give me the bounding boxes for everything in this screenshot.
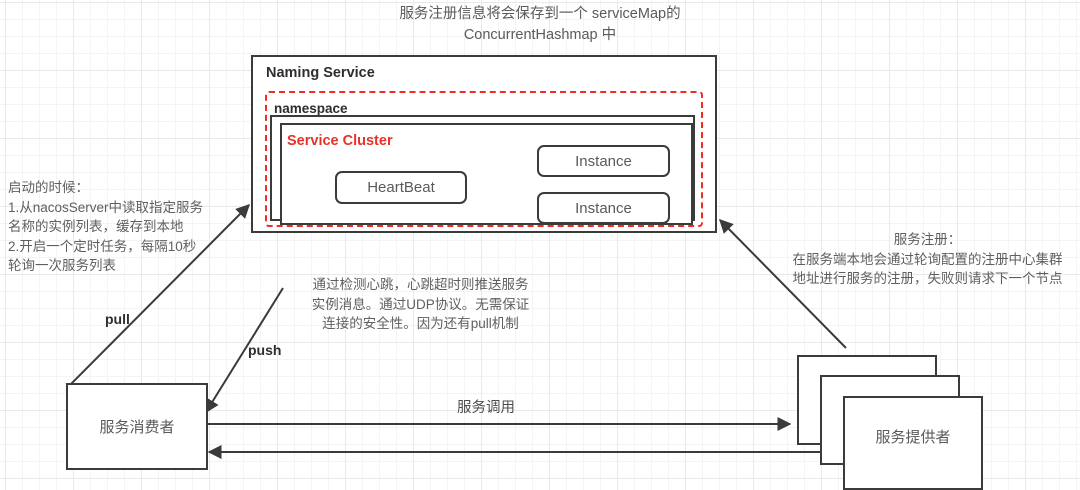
note-push: 通过检测心跳，心跳超时则推送服务 实例消息。通过UDP协议。无需保证 连接的安全…: [311, 277, 530, 331]
service-consumer-box[interactable]: 服务消费者: [66, 383, 208, 470]
instance-box-1[interactable]: Instance: [537, 145, 670, 177]
heartbeat-box[interactable]: HeartBeat: [335, 171, 467, 204]
edge-pull-arrow: [69, 204, 250, 386]
heartbeat-label: HeartBeat: [367, 179, 435, 196]
naming-service-title: Naming Service: [266, 65, 375, 81]
note-register: 服务注册： 在服务端本地会通过轮询配置的注册中心集群 地址进行服务的注册，失败则…: [792, 232, 1063, 286]
edge-push-arrow: [205, 287, 284, 414]
namespace-box[interactable]: [265, 91, 703, 227]
service-provider-box[interactable]: 服务提供者: [843, 396, 983, 490]
service-provider-label: 服务提供者: [875, 428, 951, 446]
edge-register-arrow: [719, 219, 847, 349]
diagram-caption: 服务注册信息将会保存到一个 serviceMap的 ConcurrentHash…: [399, 6, 681, 43]
service-cluster-title: Service Cluster: [287, 133, 393, 149]
edge-label-invoke: 服务调用: [457, 400, 515, 416]
service-consumer-label: 服务消费者: [99, 419, 175, 436]
instance-label-1: Instance: [575, 152, 632, 170]
instance-label-2: Instance: [575, 199, 632, 217]
edge-label-pull: pull: [105, 311, 130, 327]
note-startup: 启动的时候： 1.从nacosServer中读取指定服务 名称的实例列表，缓存到…: [8, 180, 204, 273]
instance-box-2[interactable]: Instance: [537, 192, 670, 224]
namespace-title: namespace: [274, 101, 348, 116]
edge-label-push: push: [248, 342, 282, 358]
